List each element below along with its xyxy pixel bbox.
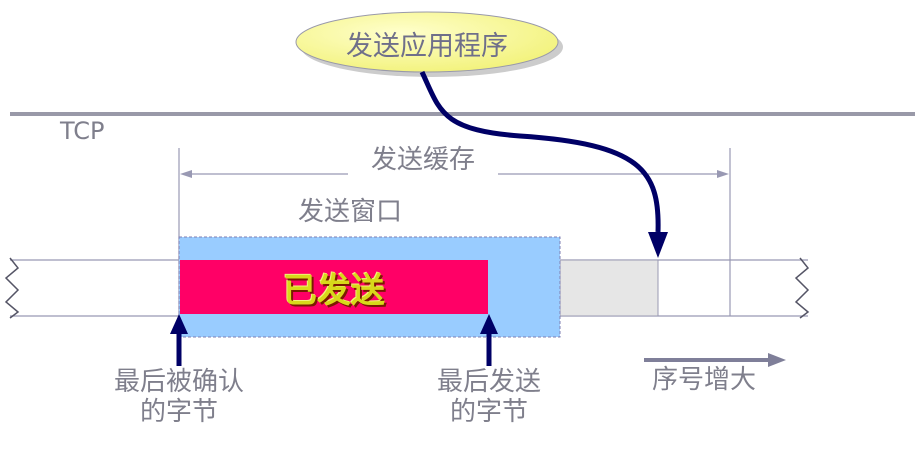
app-bubble: [295, 11, 559, 73]
zigzag-right: [794, 257, 810, 319]
buffer-arrowhead-right: [717, 170, 729, 178]
buffer-arrowhead-left: [180, 170, 192, 178]
last-sent-line2: 的字节: [449, 396, 528, 427]
sent-bytes-region: [180, 260, 488, 314]
last-sent-byte-label: 最后发送 的字节: [404, 367, 574, 428]
last-sent-line1: 最后发送: [436, 367, 541, 397]
send-buffer-label: 发送缓存: [370, 145, 475, 175]
seq-increase-label: 序号增大: [652, 365, 757, 395]
send-window-label: 发送窗口: [298, 197, 403, 227]
last-sent-arrowhead: [480, 314, 498, 334]
last-acked-line1: 最后被确认: [113, 367, 244, 397]
sent-label: 已发送: [283, 270, 385, 311]
zigzag-left: [4, 257, 20, 319]
write-arrow-curve: [419, 70, 661, 233]
app-label: 发送应用程序: [346, 30, 508, 62]
tcp-label: TCP: [60, 117, 105, 145]
unsent-data-region: [559, 259, 659, 317]
last-acked-byte-label: 最后被确认 的字节: [84, 367, 274, 428]
last-acked-line2: 的字节: [139, 396, 218, 427]
last-acked-arrowhead: [170, 314, 188, 334]
seq-arrowhead: [768, 353, 786, 367]
write-arrowhead: [648, 232, 668, 258]
